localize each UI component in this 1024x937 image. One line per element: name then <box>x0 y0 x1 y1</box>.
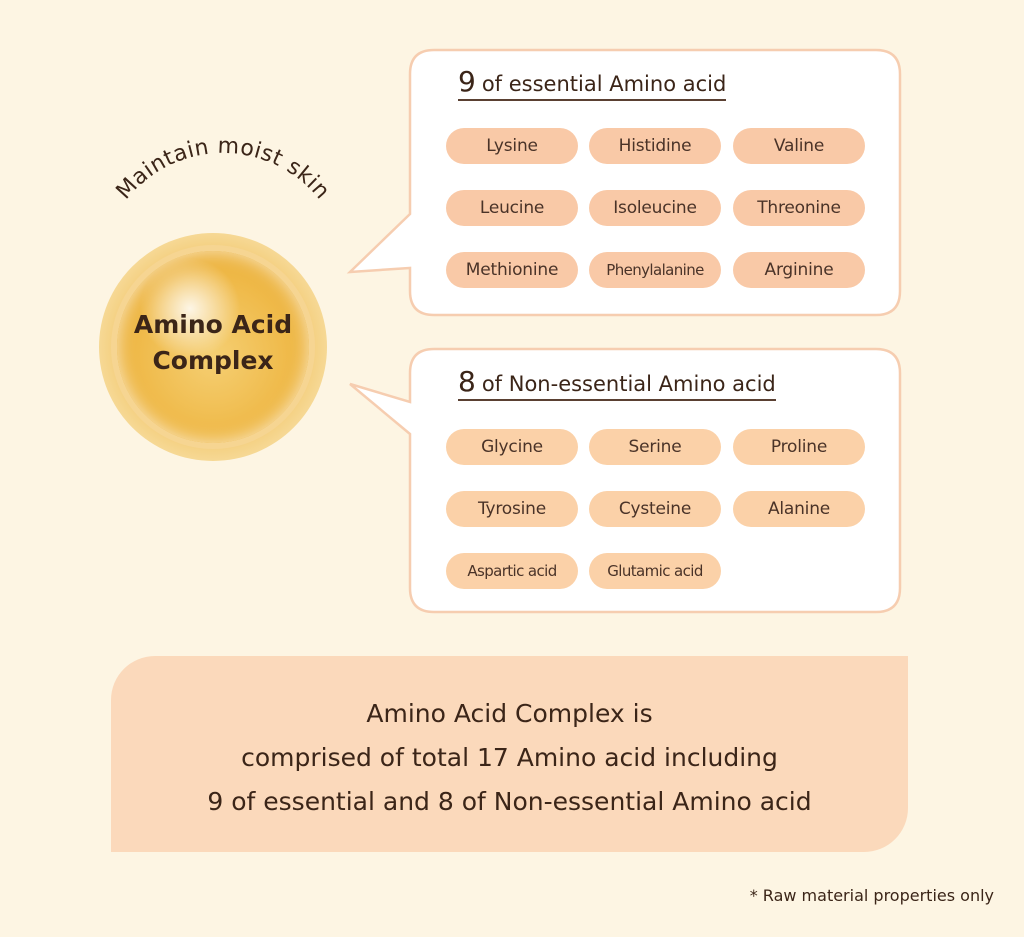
summary-box <box>111 656 908 852</box>
sphere-title: Amino Acid Complex <box>133 310 293 375</box>
essential-pill: Valine <box>733 128 865 164</box>
non-essential-pill: Aspartic acid <box>446 553 578 589</box>
non-essential-pill: Glycine <box>446 429 578 465</box>
amino-acid-sphere <box>117 251 309 443</box>
non-essential-pill: Alanine <box>733 491 865 527</box>
essential-pill: Arginine <box>733 252 865 288</box>
non-essential-pill: Glutamic acid <box>589 553 721 589</box>
essential-pill: Threonine <box>733 190 865 226</box>
essential-title-text: of essential Amino acid <box>481 72 727 96</box>
essential-bubble <box>346 48 902 317</box>
essential-pill: Methionine <box>446 252 578 288</box>
essential-pill: Phenylalanine <box>589 252 721 288</box>
non-essential-count: 8 <box>458 365 476 398</box>
essential-pill: Lysine <box>446 128 578 164</box>
summary-text: Amino Acid Complex is comprised of total… <box>207 699 812 816</box>
footnote: * Raw material properties only <box>749 886 994 905</box>
non-essential-pill: Serine <box>589 429 721 465</box>
non-essential-pill: Cysteine <box>589 491 721 527</box>
non-essential-pill: Tyrosine <box>446 491 578 527</box>
non-essential-bubble <box>349 347 902 614</box>
essential-count: 9 <box>458 65 476 98</box>
non-essential-pill: Proline <box>733 429 865 465</box>
essential-pill: Leucine <box>446 190 578 226</box>
essential-pill: Isoleucine <box>589 190 721 226</box>
non-essential-title-text: of Non-essential Amino acid <box>481 372 776 396</box>
essential-pill: Histidine <box>589 128 721 164</box>
